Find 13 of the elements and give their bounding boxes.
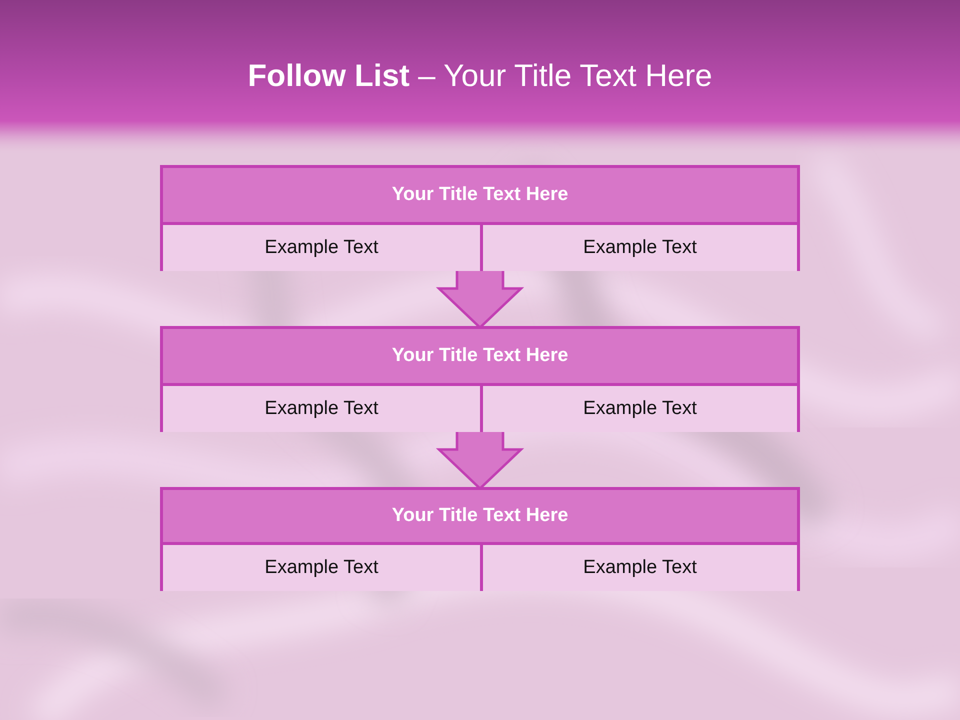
block-heading: Your Title Text Here [392, 345, 568, 367]
block-heading: Your Title Text Here [392, 184, 568, 206]
table-cell: Example Text [163, 542, 480, 591]
list-block [160, 487, 800, 591]
list-block [160, 326, 800, 432]
table-cell: Example Text [163, 222, 480, 271]
block-heading: Your Title Text Here [392, 505, 568, 527]
table-cell: Example Text [480, 542, 797, 591]
table-cell: Example Text [480, 222, 797, 271]
table-cell: Example Text [163, 383, 480, 432]
slide-title: Follow List – Your Title Text Here [248, 58, 712, 94]
list-block [160, 165, 800, 271]
table-cell: Example Text [480, 383, 797, 432]
